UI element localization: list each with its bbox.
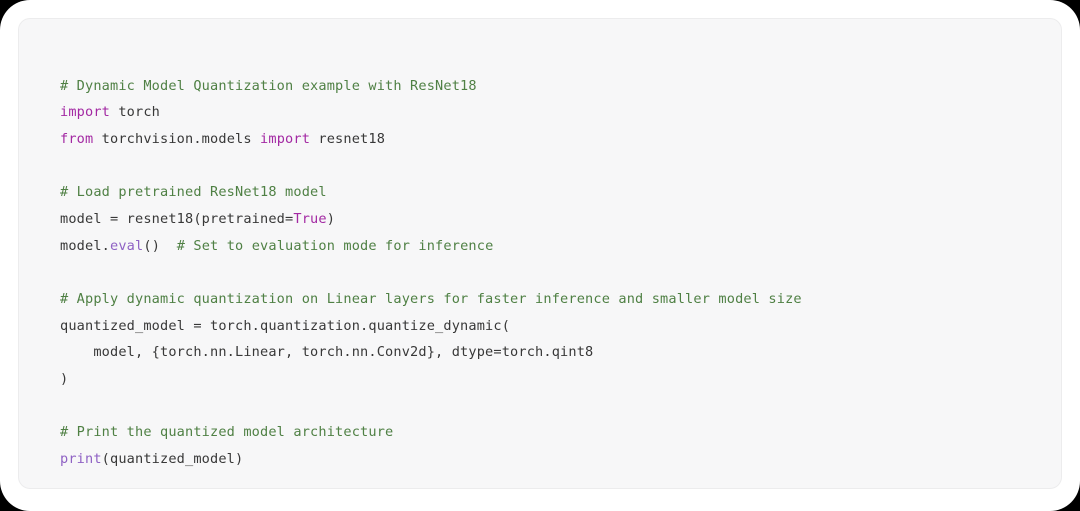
code-line: quantized_model = torch.quantization.qua… <box>60 313 1051 340</box>
code-line: print(quantized_model) <box>60 446 1051 473</box>
code-token-plain: () <box>143 237 177 254</box>
code-token-comment: # Dynamic Model Quantization example wit… <box>60 77 477 94</box>
code-token-keyword: import <box>60 104 111 121</box>
code-token-comment: # Load pretrained ResNet18 model <box>60 184 327 201</box>
code-block[interactable]: # Dynamic Model Quantization example wit… <box>60 73 1051 473</box>
code-line <box>60 259 1051 286</box>
code-line: model = resnet18(pretrained=True) <box>60 206 1051 233</box>
code-line <box>60 153 1051 180</box>
code-token-plain: torchvision.models <box>93 130 261 147</box>
code-token-keyword: import <box>260 130 311 147</box>
code-line <box>60 392 1051 419</box>
code-token-keyword: from <box>60 130 94 147</box>
code-token-plain: ) <box>326 210 336 227</box>
code-token-comment: # Apply dynamic quantization on Linear l… <box>60 290 802 307</box>
code-token-comment: # Set to evaluation mode for inference <box>176 237 494 254</box>
code-line: from torchvision.models import resnet18 <box>60 126 1051 153</box>
code-token-plain: model, {torch.nn.Linear, torch.nn.Conv2d… <box>60 344 594 361</box>
code-token-plain: model. <box>60 237 111 254</box>
code-token-plain: resnet18 <box>310 130 386 147</box>
code-line: # Apply dynamic quantization on Linear l… <box>60 286 1051 313</box>
code-line: model.eval() # Set to evaluation mode fo… <box>60 233 1051 260</box>
code-token-plain: model = resnet18(pretrained= <box>60 210 294 227</box>
code-line: # Print the quantized model architecture <box>60 419 1051 446</box>
code-line: import torch <box>60 99 1051 126</box>
code-token-plain: quantized_model = torch.quantization.qua… <box>60 317 511 334</box>
code-line: # Load pretrained ResNet18 model <box>60 179 1051 206</box>
code-token-comment: # Print the quantized model architecture <box>60 424 394 441</box>
code-line: ) <box>60 366 1051 393</box>
code-token-builtin: eval <box>110 237 144 254</box>
code-token-plain: ) <box>60 370 69 387</box>
code-line: model, {torch.nn.Linear, torch.nn.Conv2d… <box>60 339 1051 366</box>
code-token-builtin: print <box>60 450 102 467</box>
code-line: # Dynamic Model Quantization example wit… <box>60 73 1051 100</box>
code-token-keyword: True <box>293 210 327 227</box>
code-token-plain: torch <box>110 104 161 121</box>
code-card: # Dynamic Model Quantization example wit… <box>18 18 1062 489</box>
code-token-plain: (quantized_model) <box>101 450 244 467</box>
